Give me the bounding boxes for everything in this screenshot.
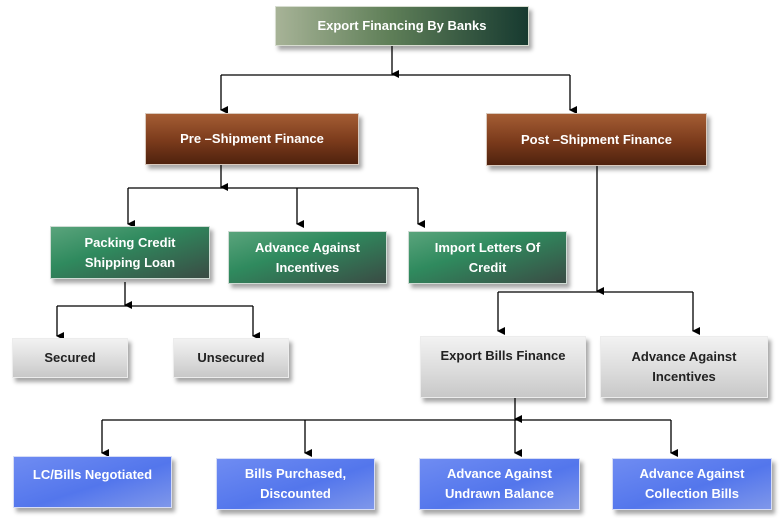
- node-label: Export Financing By Banks: [317, 18, 487, 33]
- node-label: Import Letters Of Credit: [434, 239, 541, 275]
- node-import-letters-of-credit: Import Letters Of Credit: [408, 231, 567, 284]
- node-label: Unsecured: [197, 350, 265, 365]
- node-label: Post –Shipment Finance: [521, 131, 672, 147]
- node-label: Advance Against Undrawn Balance: [444, 466, 555, 501]
- node-label: Bills Purchased, Discounted: [244, 466, 347, 501]
- node-label: LC/Bills Negotiated: [32, 467, 153, 482]
- node-bills-purchased-discounted: Bills Purchased, Discounted: [216, 458, 375, 510]
- node-advance-against-incentives-pre: Advance Against Incentives: [228, 231, 387, 284]
- node-pre-shipment-finance: Pre –Shipment Finance: [145, 113, 359, 165]
- node-label: Export Bills Finance: [440, 348, 566, 363]
- node-label: Secured: [44, 350, 96, 365]
- node-label: Advance Against Incentives: [255, 239, 360, 275]
- node-export-financing-by-banks: Export Financing By Banks: [275, 6, 529, 46]
- node-label: Advance Against Incentives: [631, 349, 737, 384]
- node-unsecured: Unsecured: [173, 338, 289, 378]
- node-label: Packing Credit Shipping Loan: [84, 234, 176, 270]
- node-advance-against-undrawn-balance: Advance Against Undrawn Balance: [419, 458, 580, 510]
- node-advance-against-collection-bills: Advance Against Collection Bills: [612, 458, 772, 510]
- node-lc-bills-negotiated: LC/Bills Negotiated: [13, 456, 172, 508]
- node-packing-credit-shipping-loan: Packing Credit Shipping Loan: [50, 226, 210, 279]
- node-advance-against-incentives-post: Advance Against Incentives: [600, 336, 768, 398]
- node-label: Pre –Shipment Finance: [180, 131, 324, 146]
- node-label: Advance Against Collection Bills: [639, 466, 745, 501]
- node-secured: Secured: [12, 338, 128, 378]
- node-export-bills-finance: Export Bills Finance: [420, 336, 586, 398]
- node-post-shipment-finance: Post –Shipment Finance: [486, 113, 707, 166]
